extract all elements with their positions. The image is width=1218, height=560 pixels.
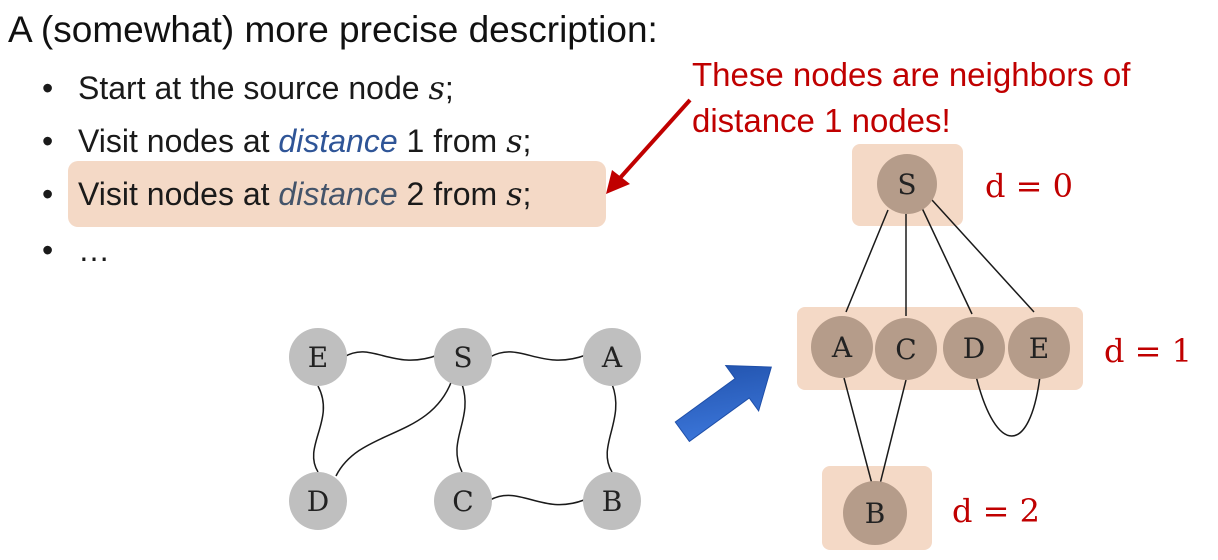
node-b: B [583,472,641,530]
node-s: S [434,328,492,386]
node-a: A [583,328,641,386]
level-label-1: d = 1 [1104,332,1192,370]
right-graph-edges [843,199,1041,485]
node-d: D [943,317,1005,379]
bullet-text: Visit nodes at distance 1 from s; [78,122,532,160]
edge-s-e [931,199,1035,313]
node-c: C [875,318,937,380]
node-a: A [811,316,873,378]
edge-c-b [489,494,585,506]
annotation-line-2: distance 1 nodes! [692,102,951,139]
bullet-dot: • [42,176,54,212]
svg-text:B: B [602,485,623,518]
annotation-line-1: These nodes are neighbors of [692,56,1131,93]
annotation-note: These nodes are neighbors of distance 1 … [692,52,1130,144]
level-label-2: d = 2 [952,492,1040,530]
distance-word: distance [278,123,398,159]
bullet-text: Visit nodes at distance 2 from s; [78,175,532,213]
edge-s-c [456,383,466,473]
bullet-text: Start at the source node s; [78,69,454,107]
right-graph: S A C D E B [811,154,1070,545]
node-c: C [434,472,492,530]
svg-text:D: D [307,485,329,518]
svg-text:E: E [308,341,328,374]
left-graph: E S A D C B [289,328,641,530]
svg-text:C: C [452,485,473,518]
flow-arrow [674,365,772,443]
svg-text:E: E [1029,332,1049,365]
highlight-box [68,161,606,227]
edge-s-d [921,207,973,315]
edge-a-b [606,383,617,473]
node-s: S [877,154,937,214]
edge-s-a [845,209,889,313]
edge-e-s [343,351,439,361]
svg-text:S: S [453,341,472,374]
svg-text:B: B [865,497,886,530]
distance-word: distance [278,176,398,212]
edge-s-d [335,379,453,477]
edge-s-a [489,351,587,361]
slide-title: A (somewhat) more precise description: [8,9,658,50]
svg-text:A: A [831,331,853,364]
edge-a-b [843,377,873,485]
bullet-dot: • [42,70,54,106]
level-label-0: d = 0 [985,167,1073,205]
svg-text:D: D [963,332,985,365]
svg-text:S: S [897,168,916,201]
node-e: E [1008,317,1070,379]
left-graph-edges [312,351,617,506]
node-e: E [289,328,347,386]
bullet-text: … [78,232,110,268]
edge-c-b [879,379,907,485]
node-b: B [843,481,907,545]
bullet-dot: • [42,232,54,268]
level-box-1 [797,307,1083,390]
annotation-arrow [606,98,692,194]
svg-text:C: C [895,333,916,366]
edge-d-e [975,375,1041,437]
edge-e-d [312,385,325,473]
bullet-dot: • [42,123,54,159]
svg-text:A: A [601,341,623,374]
node-d: D [289,472,347,530]
